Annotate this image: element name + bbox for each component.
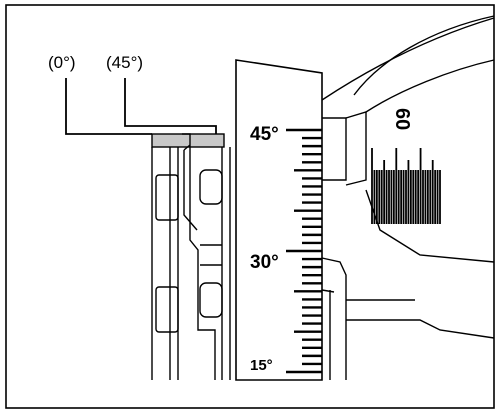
bevel-scale-label-30: 30° bbox=[250, 252, 279, 273]
blade-guard-assembly bbox=[321, 15, 495, 380]
callout-45-deg-label: (45°) bbox=[106, 53, 143, 72]
saw-base-housing bbox=[151, 133, 231, 380]
callout-0-deg-label: (0°) bbox=[48, 53, 76, 72]
figure-frame bbox=[5, 4, 495, 409]
bevel-scale-label-15: 15° bbox=[250, 357, 273, 374]
angle-wheel-label-60: 60 bbox=[391, 108, 413, 130]
shoe-plate bbox=[151, 133, 225, 148]
bevel-scale-plate bbox=[235, 59, 323, 381]
bevel-scale-label-45: 45° bbox=[250, 124, 279, 145]
bevel-scale-ticks bbox=[286, 128, 322, 374]
callout-45-deg-leader bbox=[124, 78, 217, 134]
callout-0-deg-leader bbox=[65, 78, 152, 135]
angle-wheel-ticks bbox=[371, 148, 441, 224]
